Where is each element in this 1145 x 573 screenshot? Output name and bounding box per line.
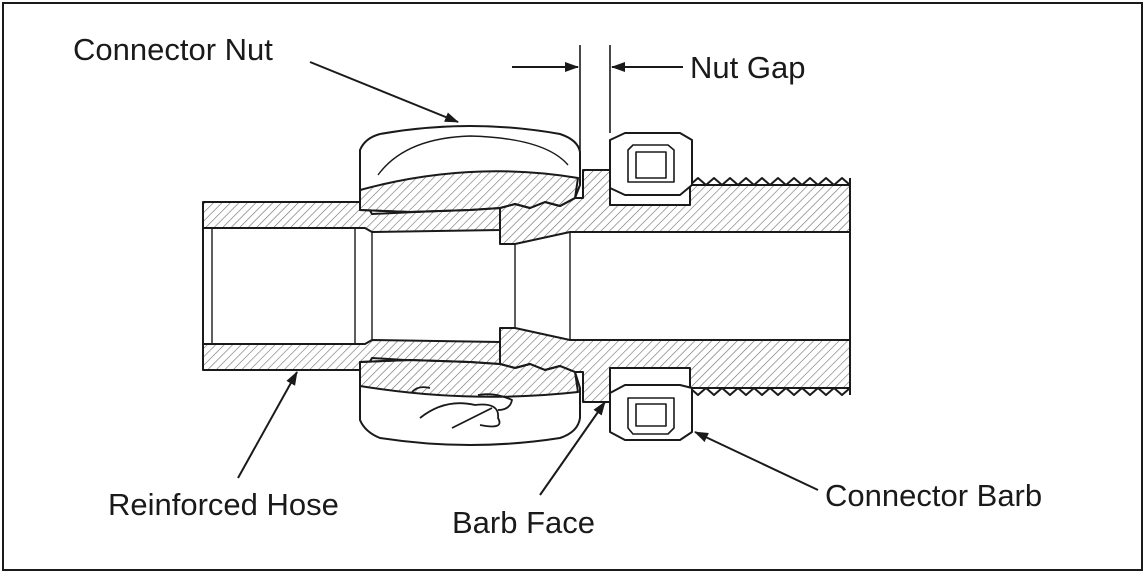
pipe-thread-top — [689, 177, 851, 186]
connector-barb-leader — [694, 431, 819, 491]
reinforced-hose-leader — [237, 371, 298, 479]
label-connector-nut: Connector Nut — [73, 32, 273, 67]
connector-nut-bottom-section — [359, 359, 579, 398]
connector-nut-leader — [309, 61, 459, 123]
label-connector-barb: Connector Barb — [825, 478, 1042, 513]
pipe-thread-bottom — [689, 387, 851, 396]
nut-top-highlight — [377, 135, 569, 176]
barb-face-leader — [539, 401, 606, 496]
barb-cone-bottom — [514, 327, 571, 341]
label-nut-gap: Nut Gap — [690, 50, 805, 85]
label-barb-face: Barb Face — [452, 505, 595, 540]
barb-hex-bottom — [609, 384, 693, 441]
barb-hex-top — [609, 132, 693, 196]
connector-nut-top-section — [359, 170, 579, 213]
nut-clip-detail — [411, 386, 513, 429]
label-reinforced-hose: Reinforced Hose — [108, 487, 339, 522]
fitting-assembly — [202, 45, 851, 446]
leaders — [237, 61, 819, 496]
barb-hex-bottom-slot — [627, 397, 675, 435]
barb-hex-top-slot — [627, 144, 675, 183]
barb-cone-top — [514, 231, 571, 245]
